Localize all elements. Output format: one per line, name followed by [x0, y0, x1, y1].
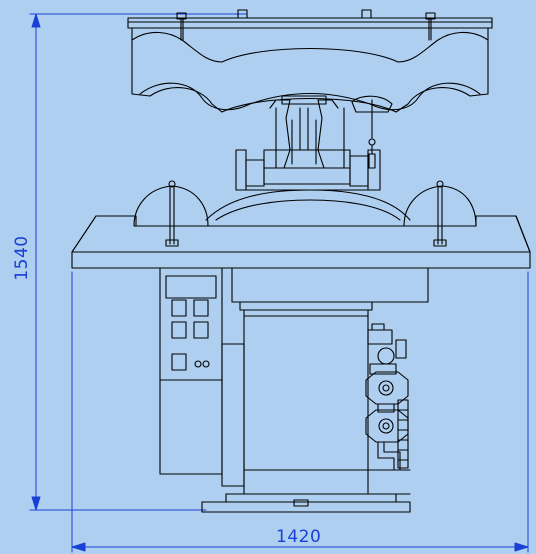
- panel-key: [193, 299, 209, 317]
- head-body: [131, 27, 489, 113]
- machine-base: [201, 501, 411, 513]
- panel-key: [171, 321, 187, 339]
- indicator-light: [202, 360, 210, 368]
- panel-key: [171, 353, 187, 371]
- height-dimension-label: 1540: [12, 235, 32, 281]
- panel-key: [193, 321, 209, 339]
- dimension-lines: [29, 13, 529, 553]
- height-arrow-bottom: [31, 496, 41, 511]
- display-screen: [165, 275, 217, 299]
- lower-buck-table: [71, 180, 531, 269]
- panel-key: [171, 299, 187, 317]
- height-arrow-top: [31, 13, 41, 28]
- indicator-light: [194, 360, 202, 368]
- gauge-dial: [351, 95, 393, 113]
- upper-press-head: [127, 9, 493, 113]
- width-arrow-right: [514, 542, 529, 552]
- machine-cabinet: [201, 267, 429, 513]
- valve-body: [365, 371, 409, 405]
- control-panel: [159, 267, 223, 475]
- width-dimension-label: 1420: [276, 527, 322, 547]
- control-panel-box: [159, 267, 223, 475]
- central-linkage: [235, 95, 393, 191]
- width-arrow-left: [71, 542, 86, 552]
- cabinet-body: [243, 309, 369, 495]
- buck-dome: [205, 189, 411, 221]
- right-cover: [403, 185, 477, 227]
- valve-assembly: [365, 323, 411, 495]
- left-cover: [133, 185, 209, 227]
- table-top: [71, 215, 531, 269]
- valve-body: [365, 409, 409, 443]
